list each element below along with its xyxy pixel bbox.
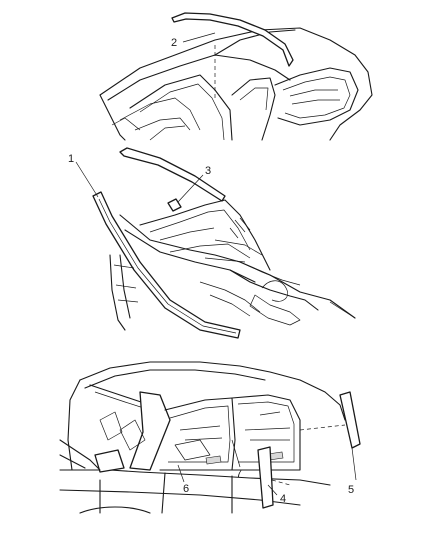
view-a-pillar: 1 3 [68, 147, 356, 339]
view-roof-top: 2 [99, 12, 373, 141]
callout-3: 3 [205, 165, 211, 177]
callout-4: 4 [280, 493, 286, 505]
view-body-side: 4 5 6 7 [59, 361, 361, 514]
callout-7: 7 [236, 468, 242, 480]
callout-6: 6 [183, 483, 189, 495]
callout-5: 5 [348, 484, 354, 496]
callout-2: 2 [171, 37, 177, 49]
callout-1: 1 [68, 153, 74, 165]
